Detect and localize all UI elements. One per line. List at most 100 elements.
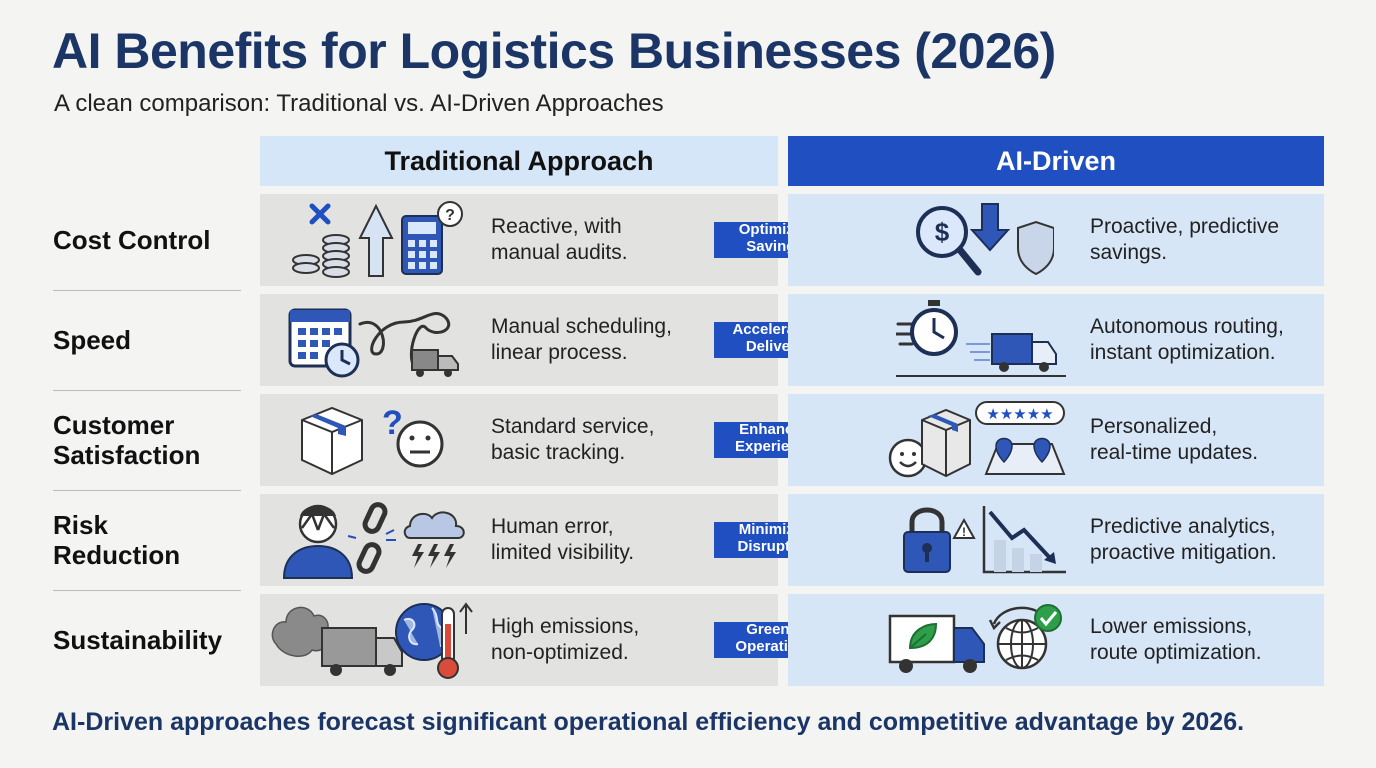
text-line-2: instant optimization. (1090, 341, 1276, 364)
declining-chart-icon (982, 506, 1066, 574)
text-line-1: Lower emissions, (1090, 615, 1253, 638)
text-line-2: linear process. (491, 341, 628, 364)
footer-note: AI-Driven approaches forecast significan… (52, 708, 1245, 736)
text-line-1: Personalized, (1090, 415, 1218, 438)
label-line-1: Risk (53, 510, 108, 540)
label-line-2: Reduction (53, 540, 181, 570)
traditional-text: Manual scheduling, linear process. (491, 314, 672, 366)
ai-header: AI-Driven (788, 136, 1324, 186)
text-line-1: Reactive, with (491, 215, 622, 238)
storm-cloud-icon (403, 511, 465, 568)
tangled-path-icon (358, 312, 450, 368)
page-title: AI Benefits for Logistics Businesses (20… (52, 23, 1056, 79)
stressed-person-icon (282, 504, 354, 579)
traditional-cell: Manual scheduling, linear process. (260, 294, 778, 386)
warning-icon: ! (952, 517, 976, 539)
text-line-2: route optimization. (1090, 641, 1262, 664)
shield-icon (1017, 220, 1054, 276)
traditional-cell: ? Reactive, with manual audits. (260, 194, 778, 286)
eco-truck-icon (888, 614, 985, 673)
traditional-text: Standard service, basic tracking. (491, 414, 654, 466)
text-line-1: Autonomous routing, (1090, 315, 1284, 338)
ai-cell: Autonomous routing, instant optimization… (788, 294, 1324, 386)
truck-icon (321, 627, 403, 676)
text-line-1: Human error, (491, 515, 614, 538)
row-divider (53, 590, 241, 591)
text-line-2: real-time updates. (1090, 441, 1259, 464)
ai-cell: ★★★★★ Personalized, real-time updates. (788, 394, 1324, 486)
ai-text: Predictive analytics, proactive mitigati… (1090, 514, 1277, 566)
coins-icon (292, 234, 350, 278)
svg-text:$: $ (935, 217, 950, 247)
stopwatch-icon (896, 300, 958, 356)
ai-icons: ★★★★★ (886, 394, 1070, 486)
globe-check-icon (988, 604, 1062, 670)
traditional-header: Traditional Approach (260, 136, 778, 186)
row-divider (53, 390, 241, 391)
text-line-2: proactive mitigation. (1090, 541, 1277, 564)
arrow-down-icon (969, 203, 1011, 252)
truck-icon (411, 349, 459, 377)
row-label: Sustainability (53, 625, 223, 655)
fast-truck-icon (966, 333, 1057, 372)
row-sustainability: Sustainability (0, 594, 1376, 686)
neutral-face-icon (396, 420, 444, 468)
row-label: Customer Satisfaction (53, 394, 253, 486)
ai-text: Lower emissions, route optimization. (1090, 614, 1262, 666)
traditional-icons: ? (298, 394, 458, 486)
svg-text:★★★★★: ★★★★★ (986, 405, 1053, 423)
text-line-2: non-optimized. (491, 641, 629, 664)
thermometer-icon (437, 602, 473, 679)
row-divider (53, 490, 241, 491)
svg-text:?: ? (445, 207, 455, 224)
traditional-text: High emissions, non-optimized. (491, 614, 639, 666)
text-line-1: Proactive, predictive (1090, 215, 1280, 238)
row-label: Cost Control (53, 225, 211, 255)
traditional-icons: ? (290, 194, 470, 286)
row-risk-reduction: Risk Reduction (0, 494, 1376, 586)
broken-chain-icon (347, 502, 396, 574)
traditional-text: Human error, limited visibility. (491, 514, 634, 566)
arrow-up-icon (358, 203, 394, 277)
clock-icon (324, 342, 360, 378)
label-line-2: Satisfaction (53, 440, 201, 470)
label-line-1: Customer (53, 410, 175, 440)
text-line-1: High emissions, (491, 615, 640, 638)
page-subtitle: A clean comparison: Traditional vs. AI-D… (54, 90, 664, 117)
text-line-2: limited visibility. (491, 541, 635, 564)
box-icon (301, 406, 363, 476)
text-line-2: manual audits. (491, 241, 628, 264)
ai-text: Proactive, predictive savings. (1090, 214, 1279, 266)
smile-face-icon (888, 438, 928, 478)
traditional-icons (286, 294, 472, 386)
x-icon (309, 203, 331, 225)
ai-cell: ! Predictive analytics, proactive mitiga… (788, 494, 1324, 586)
question-icon: ? (382, 404, 403, 442)
calculator-icon (401, 215, 443, 275)
box-icon (921, 408, 971, 478)
row-label: Speed (53, 325, 132, 355)
question-icon: ? (437, 201, 463, 227)
star-rating-icon: ★★★★★ (975, 401, 1065, 425)
row-cost-control: Cost Control ? Reactive, with manual au (0, 194, 1376, 286)
traditional-cell: ? Standard service, basic tracking. (260, 394, 778, 486)
map-pin-icon (984, 437, 1066, 475)
traditional-cell: Human error, limited visibility. (260, 494, 778, 586)
ai-icons (896, 294, 1066, 386)
text-line-2: savings. (1090, 241, 1168, 264)
svg-text:!: ! (962, 525, 966, 539)
row-divider (53, 290, 241, 291)
ai-cell: Lower emissions, route optimization. (788, 594, 1324, 686)
ai-icons (886, 594, 1070, 686)
text-line-1: Standard service, (491, 415, 655, 438)
row-customer-satisfaction: Customer Satisfaction ? Standard servi (0, 394, 1376, 486)
traditional-icons (270, 594, 476, 686)
ai-icons: $ (914, 194, 1054, 286)
ai-text: Personalized, real-time updates. (1090, 414, 1258, 466)
padlock-icon (903, 507, 951, 573)
row-speed: Speed Manual scheduling, linear proc (0, 294, 1376, 386)
text-line-1: Predictive analytics, (1090, 515, 1276, 538)
ai-text: Autonomous routing, instant optimization… (1090, 314, 1284, 366)
ai-cell: $ Proactive, predictive savings. (788, 194, 1324, 286)
smoke-icon (271, 606, 329, 657)
